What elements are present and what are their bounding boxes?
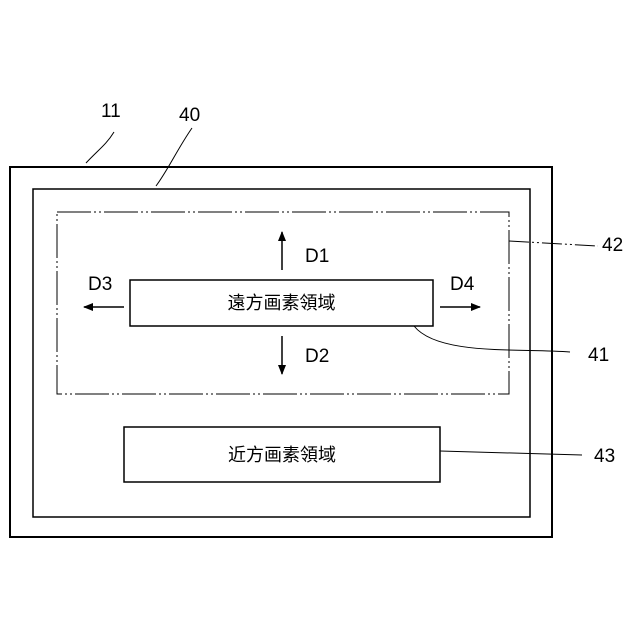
ref-label-40: 40 <box>179 105 200 126</box>
ref-label-43: 43 <box>594 446 615 467</box>
leader-line-43 <box>440 451 582 455</box>
direction-label-d3: D3 <box>88 274 112 295</box>
far-pixel-region-label: 遠方画素領域 <box>228 293 336 314</box>
leader-line-42 <box>509 241 598 246</box>
ref-label-42: 42 <box>602 235 623 256</box>
near-pixel-region-label: 近方画素領域 <box>228 445 336 466</box>
ref-label-11: 11 <box>101 101 121 122</box>
direction-label-d4: D4 <box>450 274 475 295</box>
leader-line-40 <box>156 128 192 186</box>
leader-line-11 <box>86 132 114 163</box>
direction-label-d1: D1 <box>305 246 329 267</box>
direction-label-d2: D2 <box>305 346 329 367</box>
ref-label-41: 41 <box>588 345 609 366</box>
leader-line-41 <box>414 326 570 352</box>
